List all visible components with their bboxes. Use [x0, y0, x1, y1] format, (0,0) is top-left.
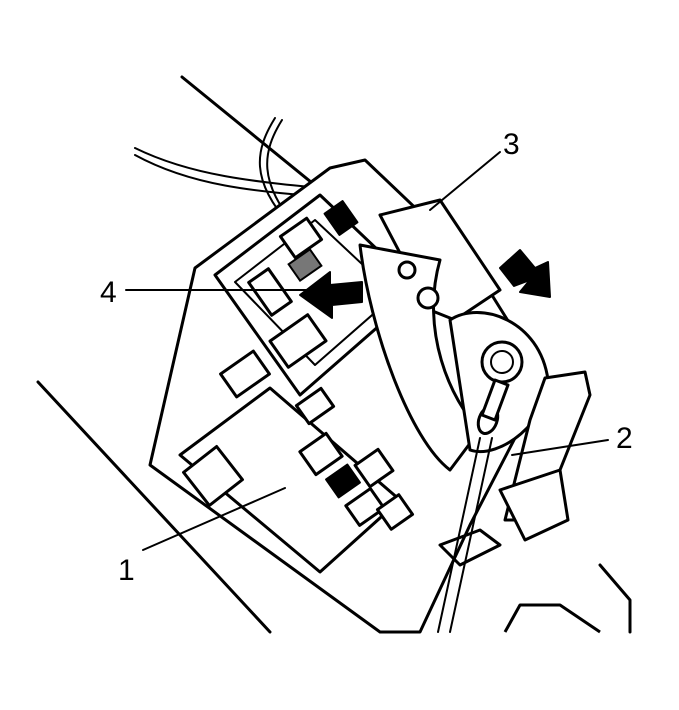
- callout-1: 1: [118, 554, 135, 587]
- switch-cluster: [298, 431, 415, 531]
- callout-4: 4: [100, 276, 117, 309]
- slide-arrow-right: [499, 249, 551, 298]
- push-arrow-left: [299, 271, 363, 319]
- callout-2: 2: [616, 422, 633, 455]
- leader-lines: [125, 151, 609, 551]
- latch-mechanism: [358, 198, 601, 634]
- connector-block: [219, 200, 359, 426]
- callout-3: 3: [503, 128, 520, 161]
